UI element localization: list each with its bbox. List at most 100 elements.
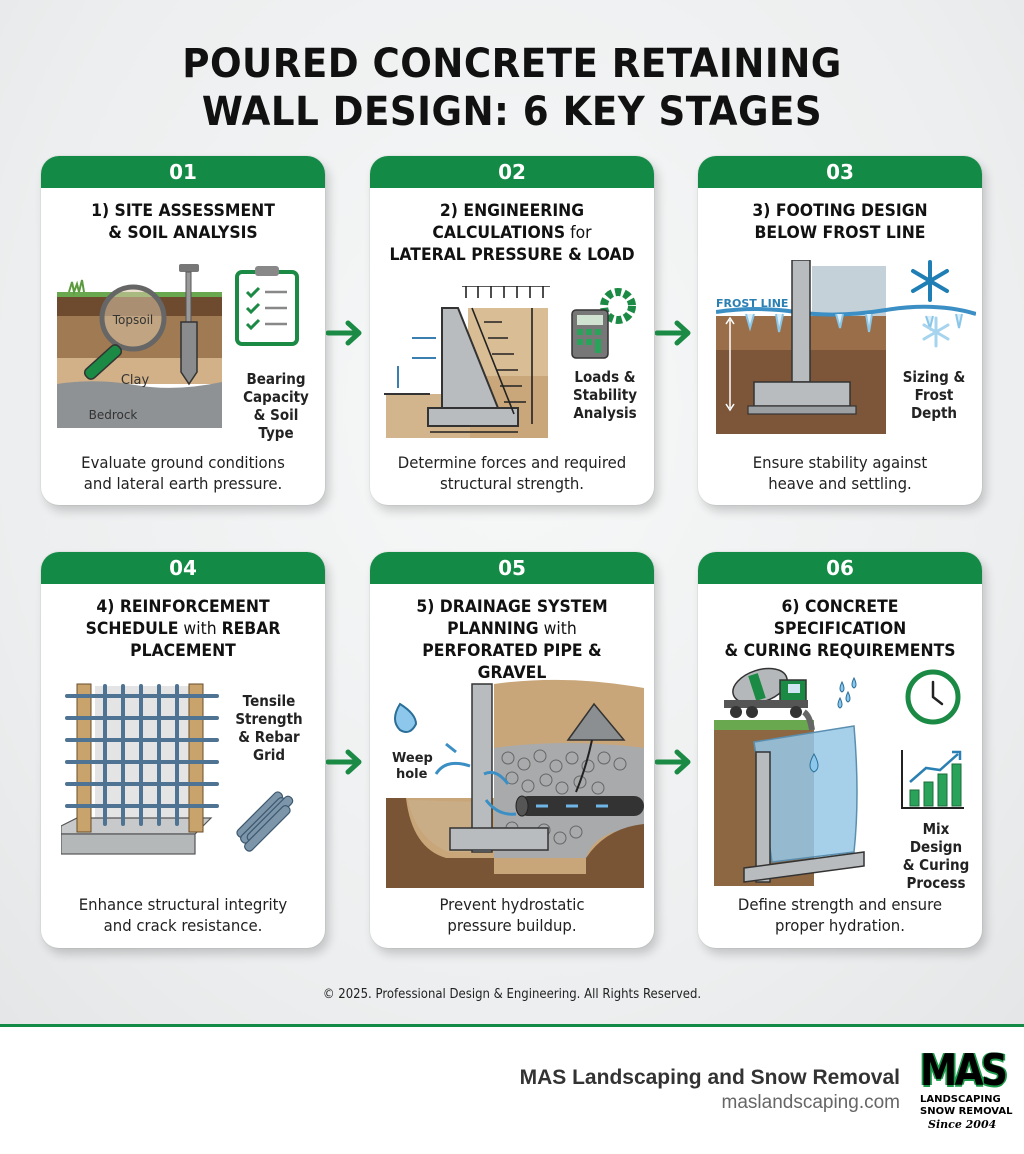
svg-text:Topsoil: Topsoil	[112, 313, 154, 327]
heading-line: PLANNING with	[389, 618, 636, 640]
logo-line-1: LANDSCAPING	[920, 1094, 1001, 1105]
arrow-right-icon	[326, 320, 362, 346]
arrow-right-icon	[655, 320, 691, 346]
brand-url-link[interactable]: maslandscaping.com	[721, 1092, 900, 1113]
heading-light-text: for	[565, 223, 592, 243]
description-line: structural strength.	[439, 474, 585, 493]
water-drop-icon	[394, 702, 418, 733]
heading-line: LATERAL PRESSURE & LOAD	[389, 245, 635, 265]
water-drop-icon	[809, 676, 857, 773]
side-label-line: Loads &	[574, 368, 636, 386]
calculator-icon	[571, 309, 609, 359]
svg-text:Bedrock: Bedrock	[89, 408, 138, 422]
cement-mixer-truck-icon	[724, 667, 808, 718]
side-label: Mix Design & Curing Process	[895, 820, 978, 892]
svg-text:Clay: Clay	[121, 373, 150, 388]
stage-heading: 3) FOOTING DESIGN BELOW FROST LINE	[709, 188, 970, 244]
stage-card-01: 01 1) SITE ASSESSMENT & SOIL ANALYSIS To…	[41, 156, 325, 505]
heading-bold-text: REBAR	[221, 619, 281, 639]
force-diagram-illustration	[384, 286, 550, 438]
drainage-illustration: Weep hole	[386, 679, 644, 888]
soil-profile-illustration: Topsoil Clay Bedrock	[57, 264, 299, 428]
heading-line: 4) REINFORCEMENT	[96, 597, 270, 617]
calculator-gear-icons	[571, 288, 636, 359]
stage-number: 01	[41, 156, 325, 188]
stage-heading: 2) ENGINEERING CALCULATIONS for LATERAL …	[381, 188, 642, 266]
heading-line: PERFORATED PIPE & GRAVEL	[422, 641, 602, 683]
title-line-1: POURED CONCRETE RETAINING	[182, 41, 842, 87]
curing-wall-illustration	[714, 667, 865, 886]
stage-heading: 4) REINFORCEMENT SCHEDULE with REBAR PLA…	[52, 584, 313, 662]
side-label-line: Frost	[914, 386, 954, 404]
side-label-line: Process	[906, 874, 966, 892]
logo-since: Since 2004	[928, 1118, 997, 1131]
clipboard-checklist-icon	[235, 266, 299, 346]
stage-number: 04	[41, 552, 325, 584]
description-line: pressure buildup.	[447, 916, 577, 935]
page-title: POURED CONCRETE RETAINING WALL DESIGN: 6…	[36, 40, 988, 136]
stage-heading: 5) DRAINAGE SYSTEM PLANNING with PERFORA…	[381, 584, 642, 684]
rebar-bundle-icon	[236, 791, 294, 852]
side-label-line: Tensile	[242, 692, 296, 710]
side-label-line: & Curing	[902, 856, 970, 874]
snowflake-icon	[911, 260, 949, 302]
stage-description: Define strength and ensure proper hydrat…	[708, 894, 972, 936]
infographic-poster: POURED CONCRETE RETAINING WALL DESIGN: 6…	[0, 0, 1024, 1024]
soil-probe-icon	[179, 264, 199, 386]
heading-line: 6) CONCRETE SPECIFICATION	[773, 597, 907, 639]
heading-line: CALCULATIONS for	[389, 222, 636, 244]
stage-heading: 6) CONCRETE SPECIFICATION & CURING REQUI…	[709, 584, 970, 662]
stage-card-04: 04 4) REINFORCEMENT SCHEDULE with REBAR …	[41, 552, 325, 948]
stage-description: Evaluate ground conditions and lateral e…	[51, 452, 315, 494]
heading-light-text: with	[178, 619, 222, 639]
stage-description: Ensure stability against heave and settl…	[708, 452, 972, 494]
gravel-pile-icon	[566, 702, 626, 793]
side-label-line: Sizing &	[902, 368, 966, 386]
clock-icon	[905, 669, 961, 725]
stage-number: 06	[698, 552, 982, 584]
heading-bold-text: PLANNING	[447, 619, 539, 639]
description-line: Prevent hydrostatic	[439, 895, 585, 914]
side-label-line: Strength	[235, 710, 303, 728]
magnifying-glass-icon	[83, 284, 167, 380]
footer-divider	[0, 1024, 1024, 1027]
side-label-line: & Rebar	[238, 728, 300, 746]
stage-number: 02	[370, 156, 654, 188]
copyright-notice: © 2025. Professional Design & Engineerin…	[322, 987, 702, 1002]
brand-name: MAS Landscaping and Snow Removal	[519, 1066, 900, 1089]
side-label-line: Grid	[252, 746, 286, 764]
stage-description: Prevent hydrostatic pressure buildup.	[380, 894, 644, 936]
svg-text:FROST LINE: FROST LINE	[716, 297, 788, 310]
stage-description: Determine forces and required structural…	[380, 452, 644, 494]
description-line: Ensure stability against	[752, 453, 928, 472]
growth-chart-icon	[901, 750, 964, 809]
heading-bold-text: SCHEDULE	[85, 619, 179, 639]
title-line-2: WALL DESIGN: 6 KEY STAGES	[201, 89, 823, 135]
stage-number: 03	[698, 156, 982, 188]
description-line: Enhance structural integrity	[78, 895, 288, 914]
description-line: Evaluate ground conditions	[81, 453, 285, 472]
load-arrows-icon	[462, 286, 550, 424]
description-line: heave and settling.	[768, 474, 912, 493]
svg-text:Weep: Weep	[392, 751, 433, 766]
heading-line: 3) FOOTING DESIGN	[752, 201, 928, 221]
side-label: Sizing & Frost Depth	[898, 368, 970, 422]
stage-number: 05	[370, 552, 654, 584]
logo-mark: MAS	[920, 1045, 1008, 1096]
svg-text:hole: hole	[396, 767, 428, 782]
stage-card-05: 05 5) DRAINAGE SYSTEM PLANNING with PERF…	[370, 552, 654, 948]
heading-bold-text: CALCULATIONS	[432, 223, 566, 243]
heading-line: 1) SITE ASSESSMENT	[91, 201, 275, 221]
side-label-line: Mix Design	[909, 820, 963, 856]
company-logo: MAS LANDSCAPING SNOW REMOVAL Since 2004	[920, 1048, 1024, 1138]
heading-line: 2) ENGINEERING	[439, 201, 585, 221]
rebar-grid-illustration	[61, 683, 219, 855]
side-label-line: & Soil Type	[253, 406, 299, 442]
description-line: and lateral earth pressure.	[83, 474, 283, 493]
heading-line: & SOIL ANALYSIS	[108, 223, 258, 243]
stage-description: Enhance structural integrity and crack r…	[51, 894, 315, 936]
perforated-pipe-icon	[515, 795, 644, 817]
arrow-right-icon	[326, 749, 362, 775]
description-line: Define strength and ensure	[737, 895, 943, 914]
heading-line: BELOW FROST LINE	[754, 223, 926, 243]
